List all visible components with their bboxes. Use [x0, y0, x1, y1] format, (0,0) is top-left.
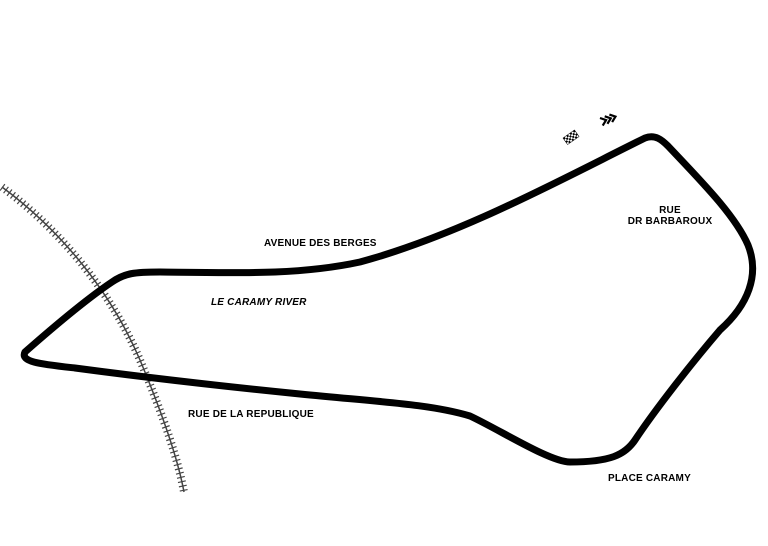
label-rue-dr-barbaroux-line1: RUE: [659, 205, 681, 216]
label-place-caramy: PLACE CARAMY: [608, 473, 691, 484]
railway-line: [0, 183, 188, 493]
label-rue-dr-barbaroux-line2: DR BARBAROUX: [627, 216, 713, 227]
direction-chevrons-icon: [599, 113, 618, 127]
circuit-track: [20, 133, 757, 466]
label-avenue-des-berges: AVENUE DES BERGES: [264, 238, 377, 249]
label-caramy-river: LE CARAMY RIVER: [211, 297, 307, 308]
checkered-flag-icon: [562, 129, 580, 145]
label-rue-dr-barbaroux: RUE DR BARBAROUX: [618, 205, 722, 227]
label-rue-de-la-republique: RUE DE LA REPUBLIQUE: [188, 409, 314, 420]
